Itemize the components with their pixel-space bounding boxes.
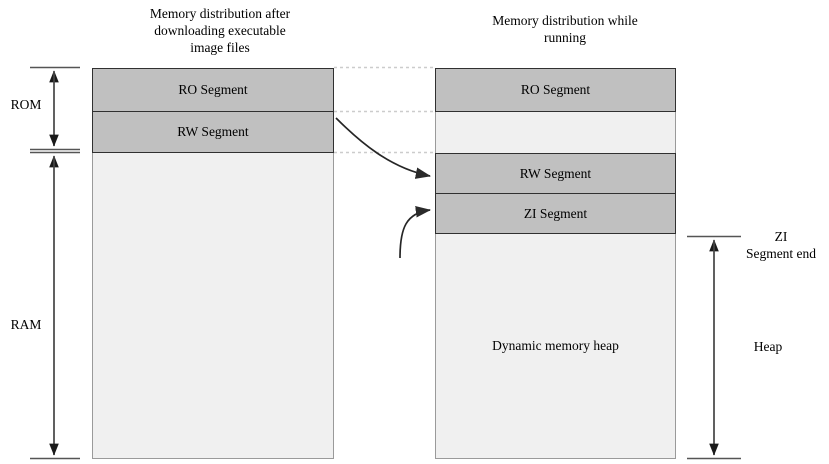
right-segment-ro-label: RO Segment — [520, 82, 591, 97]
right-title-line-1: Memory distribution while — [492, 13, 638, 28]
left-memory-block: RO Segment RW Segment — [92, 68, 334, 459]
left-segment-rw-label: RW Segment — [177, 124, 249, 139]
right-segment-heap-label: Dynamic memory heap — [492, 338, 619, 353]
zi-end-line-1: ZI — [774, 229, 788, 244]
heap-label-text: Heap — [753, 339, 783, 354]
left-diagram-title: Memory distribution after downloading ex… — [120, 5, 320, 56]
rw-relocation-arrow — [335, 117, 432, 179]
right-segment-heap: Dynamic memory heap — [435, 233, 676, 459]
left-segment-empty — [92, 152, 334, 459]
ram-label-text: RAM — [10, 317, 42, 332]
right-memory-block: Dynamic memory heap RO Segment RW Segmen… — [435, 68, 676, 459]
right-segment-zi: ZI Segment — [435, 193, 676, 234]
left-title-line-3: image files — [190, 40, 250, 55]
right-title-line-2: running — [544, 30, 586, 45]
left-segment-rw: RW Segment — [92, 111, 334, 153]
right-segment-zi-label: ZI Segment — [523, 205, 588, 221]
left-title-line-1: Memory distribution after — [149, 6, 291, 21]
right-segment-rw-label: RW Segment — [519, 165, 592, 181]
ram-bracket-label: RAM — [2, 317, 50, 333]
rom-bracket-label: ROM — [2, 97, 50, 113]
heap-bracket-label: Heap — [733, 338, 803, 355]
left-title-line-2: downloading executable — [154, 23, 286, 38]
right-diagram-title: Memory distribution while running — [455, 12, 675, 46]
right-segment-rw: RW Segment — [435, 153, 676, 194]
zi-creation-arrow — [399, 206, 432, 259]
right-segment-ro: RO Segment — [435, 68, 676, 112]
ram-measure-bracket — [30, 151, 80, 460]
right-segment-gap — [435, 111, 676, 154]
left-segment-ro-label: RO Segment — [178, 82, 248, 97]
guide-dotted-lines — [334, 66, 435, 154]
left-segment-ro: RO Segment — [92, 68, 334, 112]
zi-end-line-2: Segment end — [745, 246, 817, 261]
zi-segment-end-label: ZI Segment end — [733, 228, 829, 262]
rom-label-text: ROM — [10, 97, 42, 112]
